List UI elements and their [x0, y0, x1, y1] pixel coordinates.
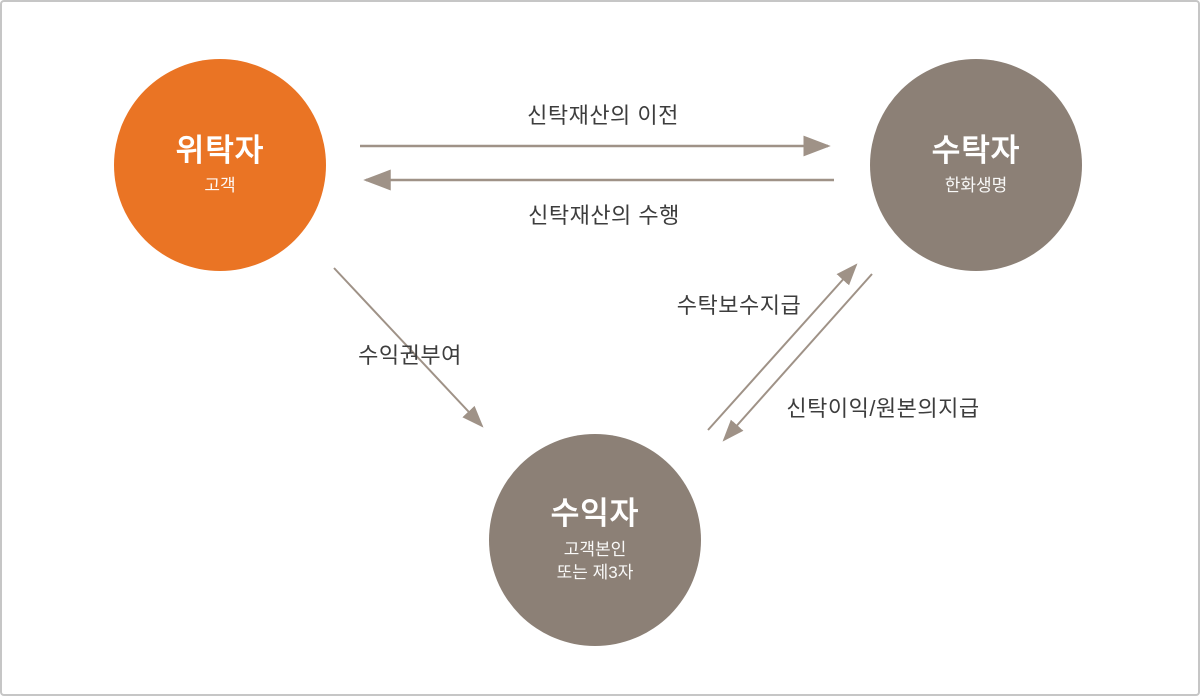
- edge-label-grant: 수익권부여: [358, 343, 462, 368]
- edge-label-transfer: 신탁재산의 이전: [527, 103, 679, 128]
- node-beneficiary-subtitle-line2: 또는 제3자: [556, 562, 634, 582]
- node-beneficiary-subtitle-line1: 고객본인: [563, 539, 627, 559]
- node-truster-subtitle: 고객: [204, 176, 236, 196]
- node-beneficiary-subtitle: 고객본인 또는 제3자: [557, 539, 634, 585]
- edge-label-payment: 신탁이익/원본의지급: [786, 396, 980, 421]
- edge-label-fee: 수탁보수지급: [676, 293, 802, 318]
- node-trustee-subtitle: 한화생명: [944, 176, 1008, 196]
- node-trustee-title: 수탁자: [931, 132, 1021, 168]
- node-truster-title: 위탁자: [175, 132, 265, 168]
- node-truster: 위탁자 고객: [114, 59, 326, 271]
- node-beneficiary: 수익자 고객본인 또는 제3자: [489, 434, 701, 646]
- node-beneficiary-title: 수익자: [550, 496, 640, 532]
- edge-label-execution: 신탁재산의 수행: [528, 203, 680, 228]
- node-trustee: 수탁자 한화생명: [870, 59, 1082, 271]
